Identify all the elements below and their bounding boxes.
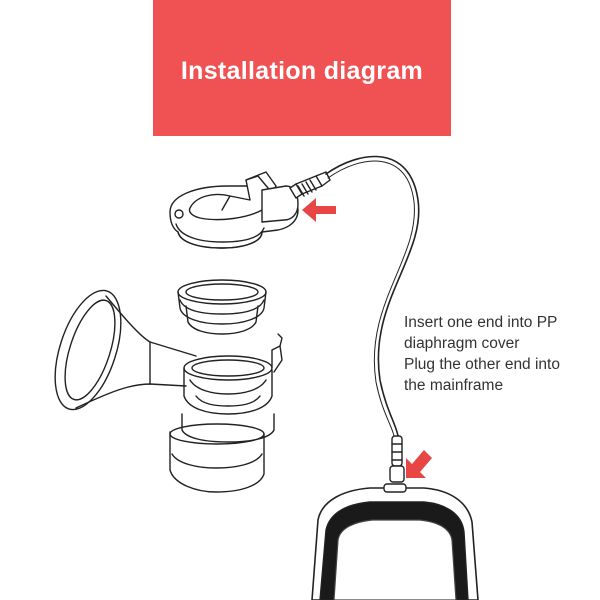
instruction-line: Insert one end into PP <box>404 314 558 331</box>
banner-title: Installation diagram <box>180 56 424 85</box>
diaphragm-ring <box>177 279 267 335</box>
title-banner: Installation diagram <box>153 0 451 136</box>
diaphragm-cover <box>169 171 299 249</box>
tube-connector-bottom <box>389 435 405 483</box>
instruction-line: diaphragm cover <box>404 335 520 352</box>
air-tube <box>325 155 420 437</box>
bottle-neck <box>169 333 283 493</box>
arrow-to-mainframe <box>406 450 432 478</box>
instruction-line: Plug the other end into <box>404 356 560 373</box>
instruction-line: the mainframe <box>404 377 504 394</box>
tube-connector-top <box>289 171 331 199</box>
arrow-to-cover <box>302 198 336 222</box>
instructions-text: Insert one end into PP diaphragm cover P… <box>404 312 594 396</box>
breast-shield <box>54 289 197 411</box>
mainframe <box>311 483 479 600</box>
